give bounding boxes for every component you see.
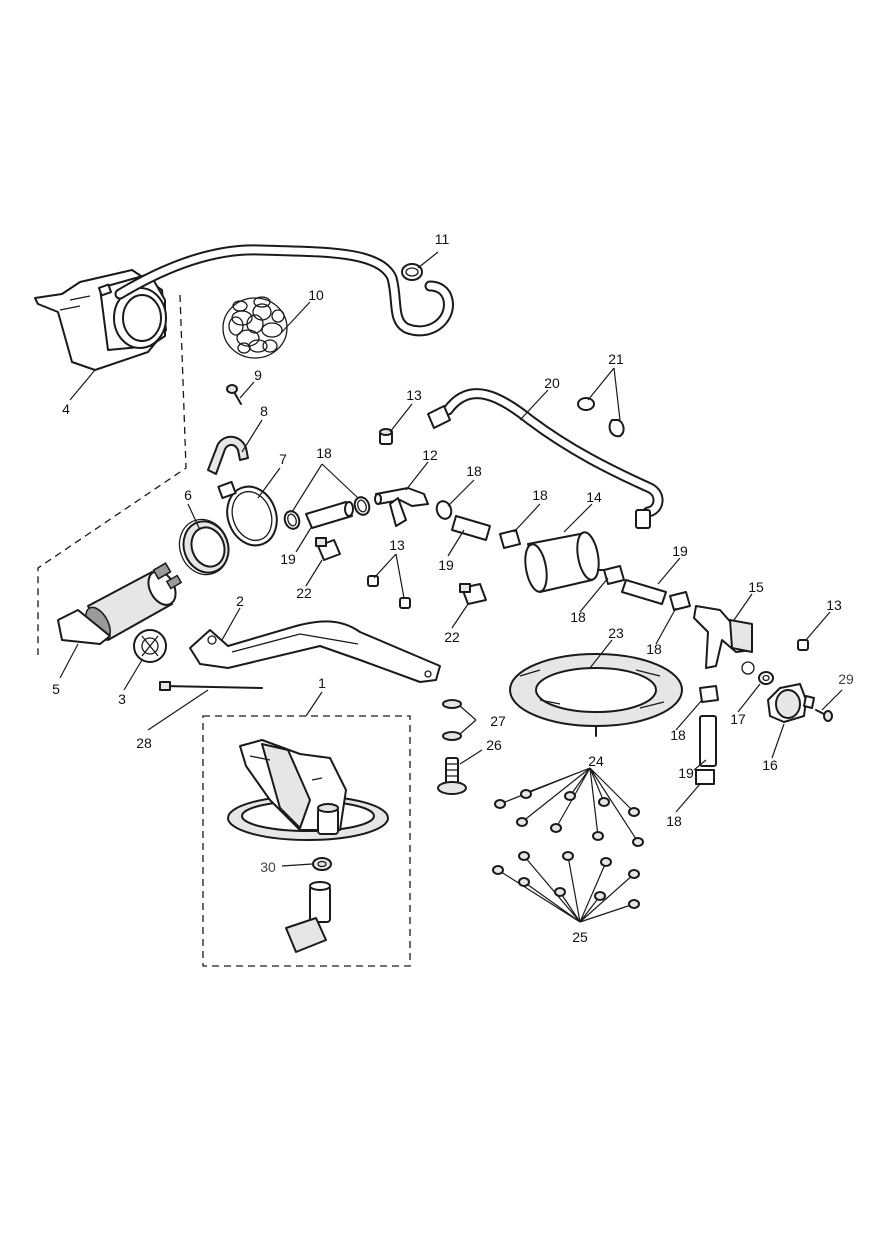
group-outline-pump	[37, 294, 187, 655]
part-18-clip-regulator-in	[669, 591, 691, 611]
callout-19-left: 19	[280, 551, 296, 567]
callout-10: 10	[308, 287, 324, 303]
part-14-fuel-filter	[524, 531, 607, 593]
part-19-hose-right	[621, 579, 667, 605]
part-22-clip-right	[459, 583, 487, 605]
part-5-fuel-pump	[57, 562, 183, 645]
part-13-fitting-a	[367, 575, 379, 587]
part-26-bolt	[437, 757, 467, 795]
part-18-clip-filter-out	[603, 565, 625, 585]
callout-16: 16	[762, 757, 778, 773]
callout-15: 15	[748, 579, 764, 595]
part-16-valve	[767, 683, 815, 723]
callout-18-filter-out: 18	[570, 609, 586, 625]
leader-lines	[59, 251, 843, 867]
callout-20: 20	[544, 375, 560, 391]
part-18-clip-right	[353, 496, 371, 516]
callout-11: 11	[435, 231, 450, 247]
callout-17: 17	[730, 711, 746, 727]
part-8-bracket	[207, 435, 249, 475]
part-7-clamp-ring	[217, 480, 278, 547]
part-1-mount-assembly	[227, 739, 389, 841]
part-18-clip-filter-in	[499, 529, 521, 549]
part-29-screw	[815, 709, 833, 722]
callout-7: 7	[279, 451, 287, 467]
part-30-washer	[312, 857, 332, 871]
part-9-screw	[226, 384, 242, 405]
callout-9: 9	[254, 367, 262, 383]
part-19-hose-lower	[699, 715, 717, 767]
part-15-regulator	[693, 605, 755, 675]
part-4-fuel-pickup-housing	[34, 269, 167, 371]
callout-28: 28	[136, 735, 152, 751]
callout-26: 26	[486, 737, 502, 753]
callout-19-right: 19	[672, 543, 688, 559]
part-3-retaining-clip	[133, 629, 167, 663]
callout-25: 25	[572, 929, 588, 945]
callout-18-pair: 18	[316, 445, 332, 461]
callout-18-lower-bottom: 18	[666, 813, 682, 829]
callout-8: 8	[260, 403, 268, 419]
callout-6: 6	[184, 487, 192, 503]
part-1-sensor	[285, 881, 331, 953]
part-2-mounting-bracket	[189, 620, 441, 683]
part-22-clip-left	[315, 537, 341, 561]
callout-12: 12	[422, 447, 438, 463]
part-13-fitting-b	[399, 597, 411, 609]
part-19-hose-short	[305, 501, 354, 529]
callout-3: 3	[118, 691, 126, 707]
part-23-gasket-plate	[509, 653, 683, 737]
part-27-washers	[442, 699, 462, 741]
part-10-wire-mesh	[222, 296, 288, 359]
callout-19-center: 19	[438, 557, 454, 573]
callout-13-mid: 13	[389, 537, 405, 553]
part-25-nuts	[492, 851, 640, 923]
callout-24: 24	[588, 753, 604, 769]
callout-5: 5	[52, 681, 60, 697]
callout-2: 2	[236, 593, 244, 609]
part-21-grommets	[577, 397, 625, 438]
part-12-t-connector	[374, 487, 429, 527]
callout-27: 27	[490, 713, 506, 729]
callout-19-lower: 19	[678, 765, 694, 781]
callout-13-top: 13	[406, 387, 422, 403]
callout-21: 21	[608, 351, 624, 367]
callout-14: 14	[586, 489, 602, 505]
part-17-o-ring	[758, 671, 774, 685]
part-11-hose-clip	[401, 263, 423, 281]
fuel-return-hose	[114, 244, 454, 337]
callout-22-left: 22	[296, 585, 312, 601]
part-24-nuts	[494, 767, 644, 847]
callout-labels: 1 2 3 4 5 6 7 8 9 10 11 12 13 13 13 14 1…	[52, 231, 854, 945]
part-6-seal-ring	[178, 518, 230, 576]
callout-18-reg-in: 18	[646, 641, 662, 657]
callout-18-lower-top: 18	[670, 727, 686, 743]
part-18-clip-left	[283, 510, 301, 530]
part-18-clip-lower-top	[699, 685, 719, 703]
callout-1: 1	[318, 675, 326, 691]
part-13-fitting-top	[379, 428, 393, 445]
callout-13-right: 13	[826, 597, 842, 613]
part-18-clip-lower-bottom	[695, 769, 715, 785]
part-28-cable-tie	[159, 681, 263, 691]
callout-4: 4	[62, 401, 70, 417]
callout-30: 30	[260, 859, 276, 875]
callout-18-filter-in: 18	[532, 487, 548, 503]
part-19-hose-center	[451, 515, 491, 541]
callout-18-center: 18	[466, 463, 482, 479]
callout-29: 29	[838, 671, 854, 687]
callout-23: 23	[608, 625, 624, 641]
part-20-sender-lead	[427, 388, 664, 529]
callout-22-right: 22	[444, 629, 460, 645]
part-13-fitting-right	[797, 639, 809, 651]
